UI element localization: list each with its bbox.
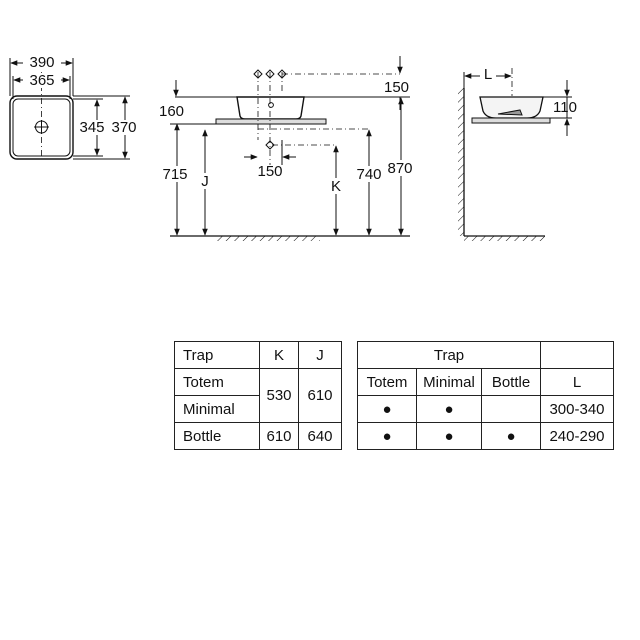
wall-hatch: [458, 88, 464, 236]
floor-hatch: [215, 236, 320, 241]
tap-marker-icon: [253, 69, 287, 150]
dim-345-label: 345: [79, 119, 104, 136]
dim-j-label: J: [201, 173, 209, 190]
header-j: J: [298, 341, 342, 369]
trap-name-cell: Totem: [174, 368, 260, 396]
table-row: Trap K J: [174, 341, 342, 369]
subheader-bottle: Bottle: [481, 368, 541, 396]
table-row: Trap: [357, 341, 614, 369]
overflow-hole: [268, 102, 274, 108]
header-blank: [540, 341, 614, 369]
subheader-l: L: [540, 368, 614, 396]
drain-icon: [34, 120, 49, 134]
j-value-cell: 610: [298, 368, 342, 423]
k-value-cell: 610: [259, 422, 299, 450]
dim-740-label: 740: [356, 166, 381, 183]
dim-715-label: 715: [162, 166, 187, 183]
dim-waste-150-label: 150: [257, 163, 282, 180]
dim-365-label: 365: [29, 72, 54, 89]
basin-outline-outer: [9, 95, 74, 160]
bullet-cell: ●: [481, 422, 541, 450]
dim-l-label: L: [484, 66, 492, 83]
dim-k-label: K: [331, 178, 341, 195]
l-range-cell: 240-290: [540, 422, 614, 450]
dim-370-label: 370: [111, 119, 136, 136]
bullet-cell: ●: [416, 422, 482, 450]
dim-top-150-label: 150: [384, 79, 409, 96]
bullet-cell: ●: [416, 395, 482, 423]
table-row: ● ● ● 240-290: [357, 422, 614, 450]
k-value-cell: 530: [259, 368, 299, 423]
l-range-cell: 300-340: [540, 395, 614, 423]
table-row: ● ● 300-340: [357, 395, 614, 423]
header-trap: Trap: [174, 341, 260, 369]
header-k: K: [259, 341, 299, 369]
subheader-totem: Totem: [357, 368, 417, 396]
bullet-cell: ●: [357, 395, 417, 423]
countertop-front: [215, 118, 327, 125]
side-view: [463, 68, 572, 237]
table-row: Totem Minimal Bottle L: [357, 368, 614, 396]
bullet-cell: [481, 395, 541, 423]
header-trap: Trap: [357, 341, 541, 369]
table-row: Totem 530 610: [174, 368, 342, 423]
front-view: [170, 56, 410, 237]
dim-160-label: 160: [159, 103, 184, 120]
j-value-cell: 640: [298, 422, 342, 450]
dim-110-label: 110: [553, 99, 577, 116]
trap-name-cell: Minimal: [174, 395, 260, 423]
table-row: Minimal: [174, 395, 342, 423]
trap-name-cell: Bottle: [174, 422, 260, 450]
side-floor-hatch: [464, 236, 545, 241]
dim-390-label: 390: [29, 54, 54, 71]
trap-distance-table: Trap Totem Minimal Bottle L ● ● 300-340 …: [357, 341, 614, 450]
countertop-side: [471, 117, 551, 124]
trap-height-table: Trap K J Totem 530 610 Minimal Bottle 61…: [174, 341, 342, 450]
basin-front: [236, 96, 305, 120]
subheader-minimal: Minimal: [416, 368, 482, 396]
dim-870-label: 870: [387, 160, 412, 177]
bullet-cell: ●: [357, 422, 417, 450]
table-row: Bottle 610 640: [174, 422, 342, 450]
